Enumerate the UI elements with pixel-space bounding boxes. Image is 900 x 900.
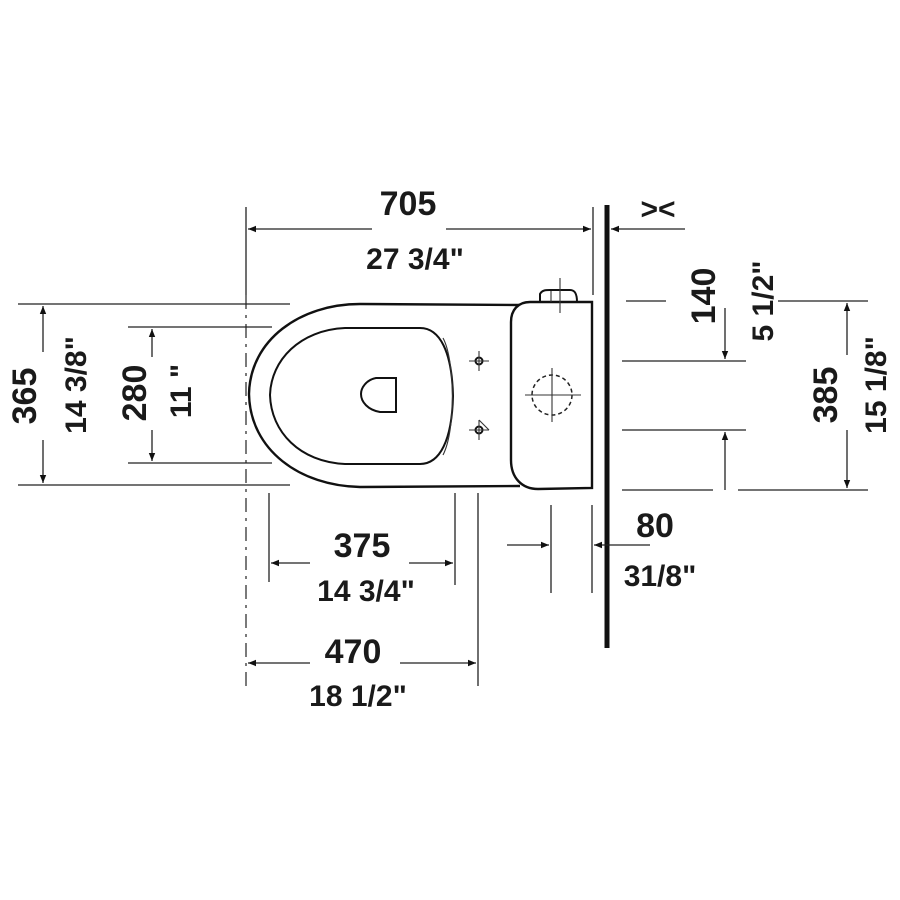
flush-button: [539, 289, 578, 303]
dimension-bowl-to-fixing: 375 14 3/4": [268, 493, 456, 608]
tank-width-inch: 15 1/8": [860, 336, 893, 434]
front-to-fixing-mm: 470: [325, 633, 382, 671]
fixing-hole-bottom: [469, 419, 490, 440]
seat-width-inch: 11 ": [165, 364, 198, 418]
wall-gap-symbol: ><: [640, 193, 675, 226]
dimension-seat-width: 280 11 ": [116, 326, 272, 464]
wall-offset-inch: 31/8": [624, 560, 697, 593]
wall-offset-mm: 80: [636, 507, 674, 545]
flush-opening: [359, 377, 397, 413]
bowl-to-fixing-inch: 14 3/4": [317, 575, 415, 608]
fixing-spacing-inch: 5 1/2": [747, 261, 780, 342]
tank-width-mm: 385: [807, 367, 845, 424]
overall-width-inch: 14 3/8": [60, 336, 93, 434]
overall-length-inch: 27 3/4": [366, 243, 464, 276]
toilet-outline: [247, 278, 594, 491]
fixing-hole-top: [469, 351, 489, 371]
overall-width-mm: 365: [6, 368, 44, 425]
dimension-overall-length: 705 27 3/4" ><: [245, 185, 685, 295]
dimension-overall-width: 365 14 3/8": [6, 303, 290, 486]
front-to-fixing-inch: 18 1/2": [309, 680, 407, 713]
dimension-tank-width: 385 15 1/8": [622, 300, 893, 491]
seat-width-mm: 280: [116, 365, 154, 422]
dimension-wall-offset: 80 31/8": [507, 505, 696, 593]
bowl-outer: [247, 302, 521, 489]
dimension-front-to-fixing: 470 18 1/2": [248, 493, 479, 713]
bowl-to-fixing-mm: 375: [334, 527, 391, 565]
fixing-spacing-mm: 140: [685, 268, 723, 325]
overall-length-mm: 705: [380, 185, 437, 223]
dimension-fixing-spacing: 140 5 1/2": [622, 261, 780, 490]
